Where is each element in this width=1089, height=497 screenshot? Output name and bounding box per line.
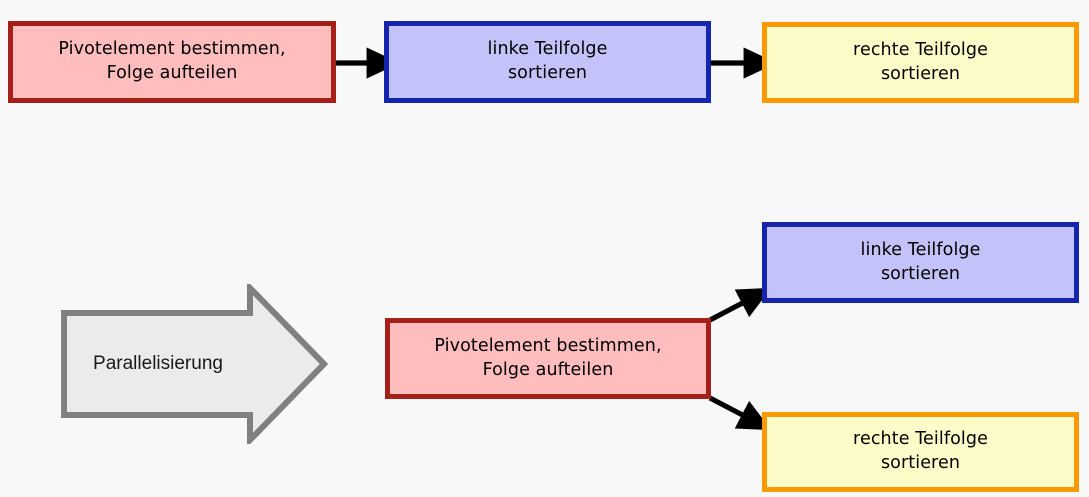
node-par-left-sort[interactable]: linke Teilfolge sortieren	[762, 222, 1079, 303]
node-seq-right-sort[interactable]: rechte Teilfolge sortieren	[762, 22, 1079, 103]
node-seq-pivot[interactable]: Pivotelement bestimmen, Folge aufteilen	[8, 21, 336, 103]
node-seq-left-sort[interactable]: linke Teilfolge sortieren	[384, 21, 711, 103]
par-arrow-down	[708, 395, 772, 431]
par-arrow-up	[708, 287, 772, 323]
right-block-arrow-icon	[61, 280, 329, 448]
node-par-pivot[interactable]: Pivotelement bestimmen, Folge aufteilen	[385, 318, 711, 399]
node-par-right-sort[interactable]: rechte Teilfolge sortieren	[762, 412, 1079, 492]
parallelisierung-arrow: Parallelisierung	[60, 280, 329, 448]
